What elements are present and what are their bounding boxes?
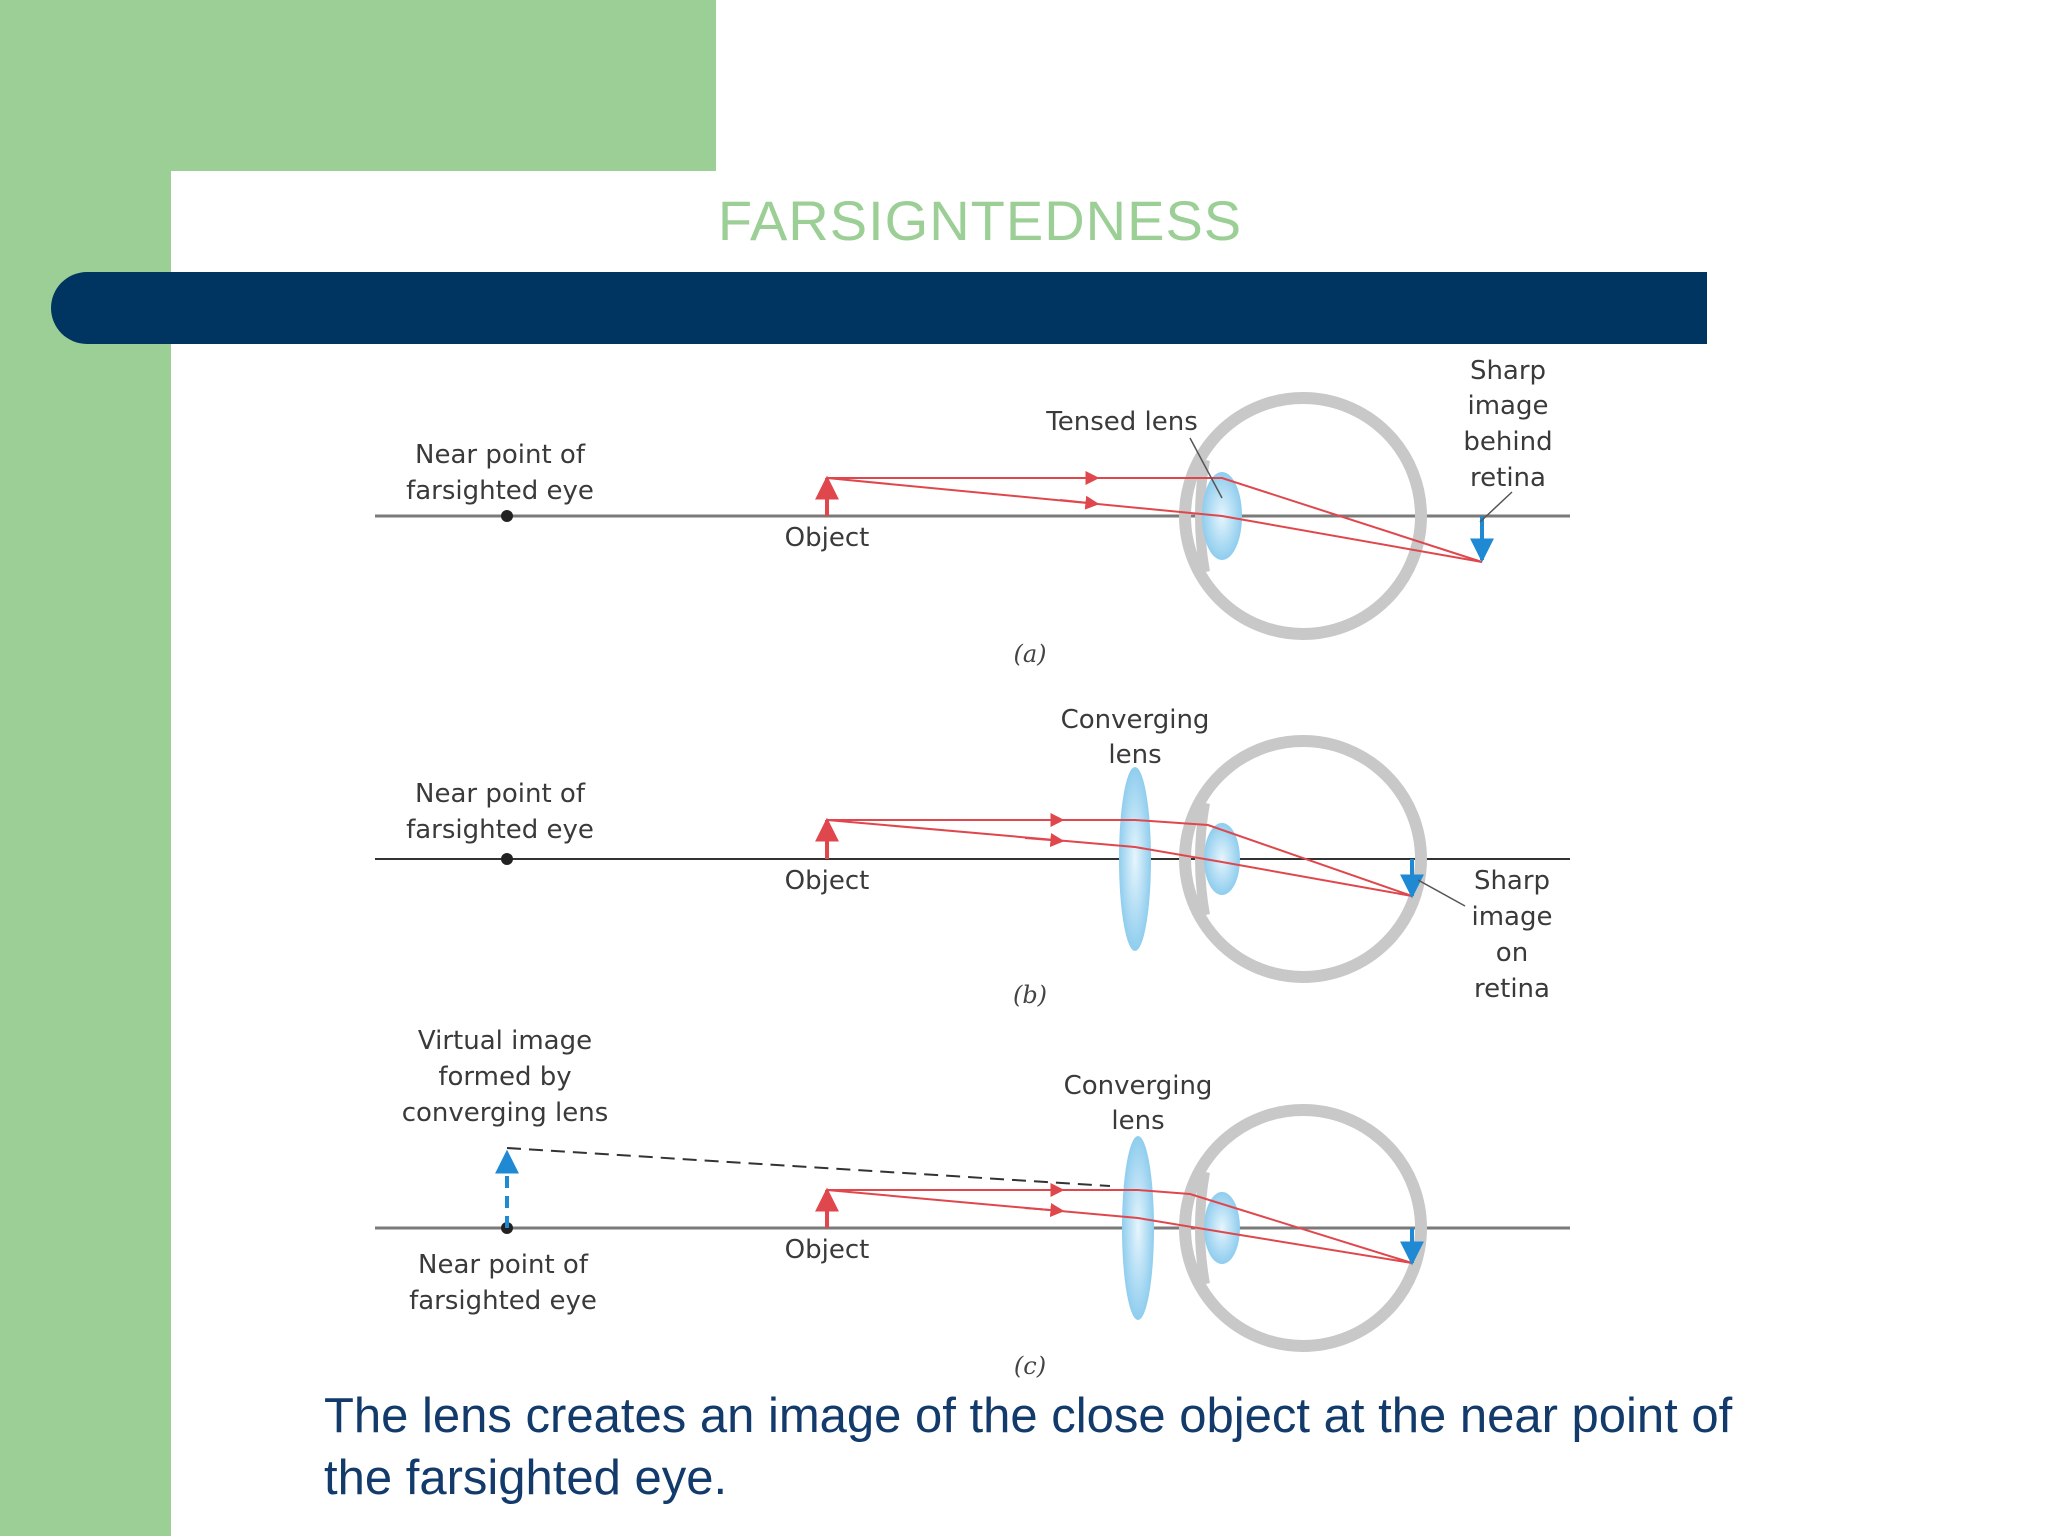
virtual-label-c3: converging lens: [402, 1098, 609, 1128]
converging-label-c1: Converging: [1064, 1071, 1213, 1101]
eye-lens-b: [1204, 823, 1240, 895]
panel-b: Near point of farsighted eye Object Conv…: [375, 705, 1570, 1009]
tensed-lens-pointer: [1189, 437, 1223, 499]
eyeball-a: [1179, 392, 1427, 640]
near-point-label-c2: farsighted eye: [409, 1286, 597, 1316]
sharp-label-a3: behind: [1463, 427, 1552, 457]
title-divider-bar: [51, 272, 1707, 344]
converging-label-b2: lens: [1108, 740, 1161, 770]
slide-title: FARSIGNTEDNESS: [717, 189, 1243, 252]
object-label-c: Object: [785, 1235, 870, 1265]
sharp-label-b4: retina: [1474, 974, 1550, 1004]
ray-bottom-a: [826, 477, 1483, 563]
slide-caption: The lens creates an image of the close o…: [324, 1389, 1733, 1505]
near-point-label-b1: Near point of: [415, 779, 586, 809]
eyeball-c: [1179, 1104, 1427, 1352]
panel-c-sublabel: (c): [1014, 1352, 1046, 1380]
converging-label-c2: lens: [1111, 1106, 1164, 1136]
converging-lens-b: [1119, 767, 1151, 951]
ray-arrow-b2: [1024, 833, 1065, 847]
near-point-label-b2: farsighted eye: [406, 815, 594, 845]
eye-lens-c: [1204, 1192, 1240, 1264]
ray-arrow-a2: [1059, 495, 1100, 510]
sharp-pointer-a: [1479, 491, 1513, 523]
converging-label-b1: Converging: [1061, 705, 1210, 735]
ray-arrow-c2: [1024, 1203, 1065, 1217]
ray-bottom-b: [826, 819, 1413, 897]
sharp-label-b3: on: [1496, 938, 1528, 968]
object-label-b: Object: [785, 866, 870, 896]
near-point-label-c1: Near point of: [418, 1250, 589, 1280]
near-point-dot-a: [501, 510, 513, 522]
near-point-label-a2: farsighted eye: [406, 476, 594, 506]
tensed-lens-label: Tensed lens: [1045, 407, 1198, 437]
slide-content-panel: [171, 171, 2048, 1536]
panel-c: Virtual image formed by converging lens …: [375, 1026, 1570, 1380]
virtual-label-c2: formed by: [438, 1062, 571, 1092]
panel-b-sublabel: (b): [1013, 981, 1047, 1009]
sharp-label-b2: image: [1472, 902, 1553, 932]
cornea-a: [1195, 459, 1210, 573]
panel-a: Near point of farsighted eye Object Tens…: [375, 356, 1570, 668]
green-top-block: [0, 0, 716, 171]
eyeball-b: [1179, 735, 1427, 983]
sharp-label-a2: image: [1468, 391, 1549, 421]
ray-top-b: [827, 819, 1413, 897]
object-label-a: Object: [785, 523, 870, 553]
sharp-label-b1: Sharp: [1474, 866, 1550, 896]
converging-lens-c: [1122, 1136, 1154, 1320]
near-point-label-a1: Near point of: [415, 440, 586, 470]
panel-a-sublabel: (a): [1013, 640, 1046, 668]
sharp-pointer-b: [1417, 879, 1466, 907]
green-sidebar-background: [0, 0, 171, 1536]
virtual-label-c1: Virtual image: [418, 1026, 592, 1056]
sharp-label-a1: Sharp: [1470, 356, 1546, 386]
ray-bottom-c: [826, 1189, 1413, 1264]
ray-top-c: [827, 1189, 1413, 1264]
virtual-ray-extension: [506, 1147, 1111, 1187]
near-point-dot-b: [501, 853, 513, 865]
ray-top-a: [827, 477, 1483, 563]
sharp-label-a4: retina: [1470, 463, 1546, 493]
